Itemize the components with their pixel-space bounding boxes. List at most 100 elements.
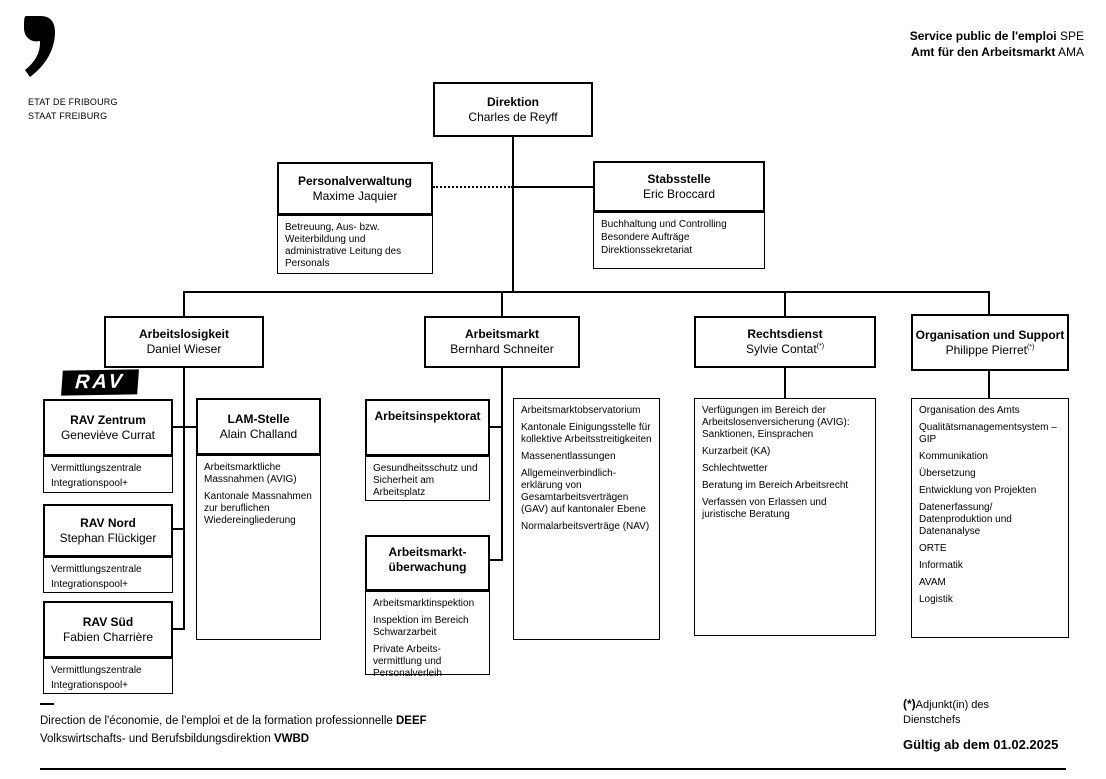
task-item: Betreuung, Aus- bzw. Weiterbildung und a… xyxy=(285,222,402,269)
state-caption-de: STAAT FREIBURG xyxy=(28,111,108,121)
rechtsdienst-task-list: Verfügungen im Bereich der Arbeitslosenv… xyxy=(694,398,876,636)
connector-rav-zentrum-lam xyxy=(173,426,197,428)
task-item: Verfügungen im Bereich der Arbeitslosenv… xyxy=(702,405,850,440)
task-item: Integrationspool+ xyxy=(51,579,129,590)
lam-stelle-person: Alain Challand xyxy=(219,426,298,441)
task-item: Vermittlungszentrale xyxy=(51,665,142,676)
organisation-person: Philippe Pierret(*) xyxy=(946,343,1035,358)
fribourg-logo-mark xyxy=(24,16,55,77)
lam-stelle-tasks: Arbeitsmarktliche Massnahmen (AVIG) Kant… xyxy=(196,455,321,640)
task-item: Besondere Aufträge xyxy=(601,232,690,243)
rav-zentrum-tasks: Vermittlungszentrale Integrationspool+ xyxy=(43,456,173,493)
arbeitsmarkt-person: Bernhard Schneiter xyxy=(450,342,554,356)
rav-nord-title: RAV Nord xyxy=(80,515,136,530)
task-item: Kantonale Massnahmen zur beruflichen Wie… xyxy=(204,491,312,526)
task-item: Qualitätsmanagementsystem – GIP xyxy=(919,422,1057,445)
task-item: Übersetzung xyxy=(919,468,976,479)
connector-direktion-drop xyxy=(512,137,514,293)
task-item: Kurzarbeit (KA) xyxy=(702,446,771,457)
state-caption-fr: ETAT DE FRIBOURG xyxy=(28,97,118,107)
task-item: Gesundheitsschutz und Sicherheit am Arbe… xyxy=(373,463,478,498)
rechtsdienst-person-name: Sylvie Contat xyxy=(745,342,817,356)
footer-direction-fr-acronym: DEEF xyxy=(395,715,427,727)
rav-sued-person: Fabien Charrière xyxy=(62,629,154,644)
box-organisation-support: Organisation und Support Philippe Pierre… xyxy=(911,314,1069,371)
task-item: Allgemeinverbindlich-erklärung von Gesam… xyxy=(521,468,646,515)
connector-branch-rechtsdienst xyxy=(784,368,786,398)
footnote-marker: (*) xyxy=(816,343,825,350)
task-item: Entwicklung von Projekten xyxy=(919,485,1037,496)
connector-rav-nord xyxy=(173,528,184,530)
footer-dash xyxy=(40,703,54,705)
rav-sued-title: RAV Süd xyxy=(82,614,134,629)
personalverwaltung-title: Personalverwaltung xyxy=(297,173,413,188)
arbeitsmarktueberwachung-tasks: Arbeitsmarktinspektion Inspektion im Ber… xyxy=(365,591,490,679)
task-item: Private Arbeits-vermittlung und Personal… xyxy=(373,644,442,679)
task-item: Inspektion im Bereich Schwarzarbeit xyxy=(373,615,469,638)
task-item: ORTE xyxy=(919,543,947,554)
rechtsdienst-person: Sylvie Contat(*) xyxy=(746,342,824,357)
connector-stub-arbeitsmarkt xyxy=(501,291,503,317)
box-stabsstelle: Stabsstelle Eric Broccard xyxy=(593,161,765,212)
footer-direction-de-acronym: VWBD xyxy=(273,733,310,745)
task-item: Kommunikation xyxy=(919,451,988,462)
footer-rule xyxy=(40,768,1066,770)
task-item: Arbeitsmarktobservatorium xyxy=(521,405,641,416)
connector-branch-arbeitsmarkt xyxy=(501,368,503,561)
task-item: Schlechtwetter xyxy=(702,463,768,474)
footer-direction-de-text: Volkswirtschafts- und Berufsbildungsdire… xyxy=(40,733,274,745)
box-arbeitsmarkt: Arbeitsmarkt Bernhard Schneiter xyxy=(424,316,580,368)
stabsstelle-person: Eric Broccard xyxy=(642,186,716,201)
rechtsdienst-title: Rechtsdienst xyxy=(747,327,823,341)
office-name-fr-bold: Service public de l'emploi xyxy=(909,29,1057,43)
rav-zentrum-title: RAV Zentrum xyxy=(70,412,146,427)
task-item: Kantonale Einigungsstelle für kollektive… xyxy=(521,422,652,445)
office-name-de: Amt für den Arbeitsmarkt AMA xyxy=(910,44,1084,60)
footer-direction-fr: Direction de l'économie, de l'emploi et … xyxy=(40,712,427,730)
rav-nord-tasks: Vermittlungszentrale Integrationspool+ xyxy=(43,557,173,593)
arbeitsinspektorat-tasks: Gesundheitsschutz und Sicherheit am Arbe… xyxy=(365,456,490,501)
connector-rav-sued xyxy=(173,628,184,630)
arbeitsmarktueberwachung-title: Arbeitsmarkt-überwachung xyxy=(388,545,467,574)
office-acronym-de: AMA xyxy=(1055,45,1084,59)
box-rav-nord: RAV Nord Stephan Flückiger xyxy=(43,504,173,557)
connector-branch-arbeitslosigkeit xyxy=(183,368,185,630)
direktion-person: Charles de Reyff xyxy=(468,109,558,124)
connector-arbeitsmarktueberwachung xyxy=(490,559,501,561)
organisation-title: Organisation und Support xyxy=(915,327,1065,342)
connector-stabsstelle xyxy=(513,186,593,188)
arbeitsmarkt-task-list: Arbeitsmarktobservatorium Kantonale Eini… xyxy=(513,398,660,640)
connector-arbeitsinspektorat xyxy=(490,426,501,428)
box-rav-zentrum: RAV Zentrum Geneviève Currat xyxy=(43,399,173,456)
task-item: Arbeitsmarktinspektion xyxy=(373,598,475,609)
task-item: Buchhaltung und Controlling xyxy=(601,219,727,230)
footnote-marker: (*) xyxy=(1026,343,1035,351)
rav-sued-tasks: Vermittlungszentrale Integrationspool+ xyxy=(43,658,173,694)
box-lam-stelle: LAM-Stelle Alain Challand xyxy=(196,398,321,455)
connector-branch-organisation xyxy=(988,371,990,398)
task-item: Arbeitsmarktliche Massnahmen (AVIG) xyxy=(204,462,297,485)
organisation-task-list: Organisation des Amts Qualitätsmanagemen… xyxy=(911,398,1069,638)
footer-directions: Direction de l'économie, de l'emploi et … xyxy=(40,712,427,748)
rav-logo-text: RAV xyxy=(74,370,126,394)
task-item: Logistik xyxy=(919,594,953,605)
task-item: Verfassen von Erlassen und juristische B… xyxy=(702,497,827,520)
task-item: Vermittlungszentrale xyxy=(51,564,142,575)
state-caption: ETAT DE FRIBOURG STAAT FREIBURG xyxy=(28,95,118,123)
arbeitslosigkeit-title: Arbeitslosigkeit xyxy=(138,327,230,341)
box-arbeitsinspektorat: Arbeitsinspektorat xyxy=(365,399,490,456)
footnote-marker: (*) xyxy=(903,697,916,711)
box-rav-sued: RAV Süd Fabien Charrière xyxy=(43,601,173,658)
box-personalverwaltung: Personalverwaltung Maxime Jaquier xyxy=(277,162,433,215)
rav-zentrum-person: Geneviève Currat xyxy=(60,427,156,442)
task-item: Organisation des Amts xyxy=(919,405,1020,416)
personalverwaltung-tasks: Betreuung, Aus- bzw. Weiterbildung und a… xyxy=(277,215,433,274)
arbeitslosigkeit-person: Daniel Wieser xyxy=(146,342,222,356)
connector-stub-rechtsdienst xyxy=(784,291,786,317)
task-item: Integrationspool+ xyxy=(51,478,129,489)
arbeitsmarkt-title: Arbeitsmarkt xyxy=(464,327,540,341)
stabsstelle-title: Stabsstelle xyxy=(647,171,711,186)
office-acronym-fr: SPE xyxy=(1056,29,1084,43)
task-item: Massenentlassungen xyxy=(521,451,616,462)
